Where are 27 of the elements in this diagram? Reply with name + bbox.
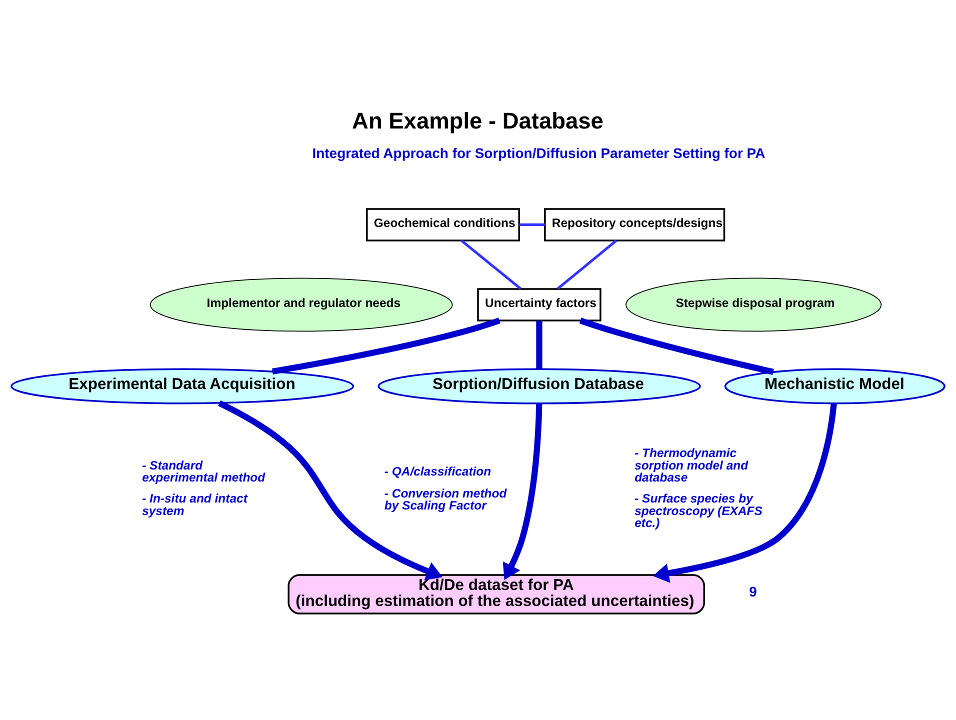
node-label: - Standard experimental method	[142, 458, 266, 484]
node-box: Uncertainty factors	[477, 288, 602, 321]
node-ellipse: Experimental Data Acquisition	[10, 368, 354, 404]
arrow	[218, 400, 443, 580]
node-label: - In-situ and intact system	[142, 491, 248, 518]
connector	[272, 317, 500, 374]
node-box: Repository concepts/designs	[544, 208, 726, 241]
node-label: - Thermodynamic sorption model and database	[634, 446, 748, 484]
node-label: - QA/classification	[384, 464, 492, 478]
node-box: Kd/De dataset for PA (including estimation of the associated uncertainties)	[288, 574, 706, 614]
node-label: - Conversion method by Scaling Factor	[384, 486, 507, 512]
node-ellipse: Sorption/Diffusion Database	[378, 368, 701, 404]
node-ellipse: Stepwise disposal program	[626, 277, 882, 332]
node-ellipse: Mechanistic Model	[724, 368, 946, 404]
connector	[556, 238, 618, 290]
connector	[536, 320, 542, 368]
connector	[460, 238, 522, 290]
connector	[579, 317, 774, 374]
label: 9	[749, 583, 757, 600]
arrow	[652, 402, 837, 582]
label: Integrated Approach for Sorption/Diffusion Parameter Setting for PA	[312, 144, 766, 161]
node-label: - Surface species by spectroscopy (EXAFS etc.)	[634, 491, 762, 530]
connector	[519, 222, 545, 226]
arrow	[502, 403, 542, 580]
diagram-title: An Example - Database	[352, 106, 604, 133]
node-ellipse: Implementor and regulator needs	[150, 277, 453, 332]
node-box: Geochemical conditions	[366, 208, 520, 241]
